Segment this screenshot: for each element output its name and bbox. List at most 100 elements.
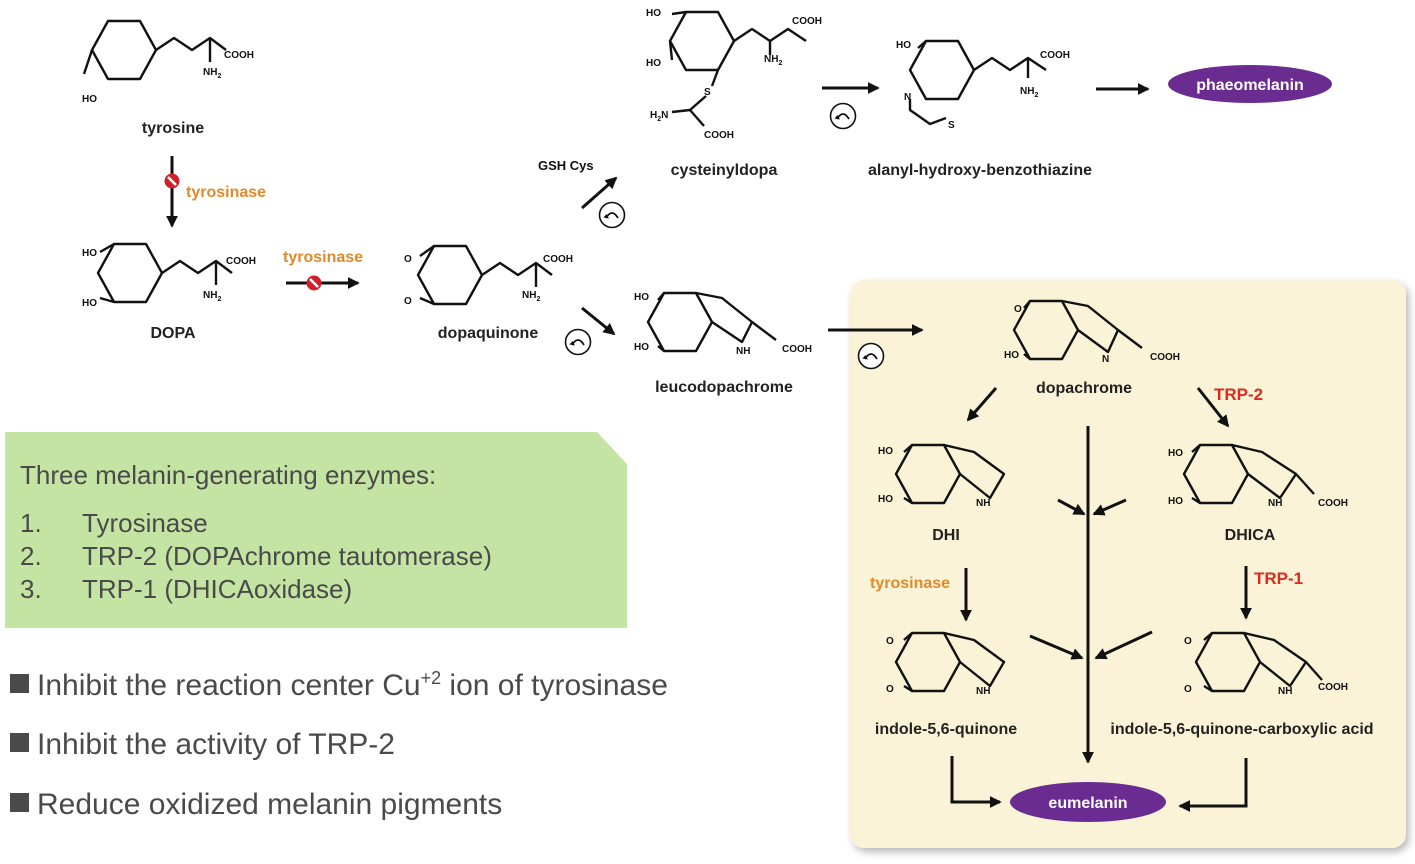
cysteinyldopa-label: cysteinyldopa bbox=[671, 162, 778, 179]
dhica-structure: HO HO NH COOH bbox=[1168, 443, 1348, 509]
dhi-label: DHI bbox=[932, 527, 960, 544]
bullet-item: Inhibit the reaction center Cu+2 ion of … bbox=[10, 668, 668, 703]
indole-quinone-label: indole-5,6-quinone bbox=[875, 721, 1017, 738]
eumelanin-panel bbox=[850, 280, 1406, 848]
cooh-label: COOH bbox=[1150, 352, 1180, 363]
ho-label: HO bbox=[1004, 350, 1019, 361]
square-bullet-icon bbox=[10, 733, 29, 752]
tyrosinase-label: tyrosinase bbox=[186, 184, 266, 201]
bullet-item: Reduce oxidized melanin pigments bbox=[10, 788, 502, 822]
h2n-label: H2N bbox=[650, 110, 668, 123]
arrow-indolequinone-to-eumelanin bbox=[950, 756, 1002, 808]
cysteinyldopa-structure: HO HO COOH NH2 S H2N COOH bbox=[646, 8, 822, 141]
cooh-label: COOH bbox=[704, 130, 734, 141]
o-label: O bbox=[404, 254, 412, 265]
ho-label: HO bbox=[878, 446, 893, 457]
enzymes-info-box bbox=[5, 432, 627, 628]
enzyme-list-item: 1.Tyrosinase bbox=[20, 508, 208, 538]
eumelanin-label: eumelanin bbox=[1048, 795, 1127, 812]
tyrosinase-label: tyrosinase bbox=[283, 249, 363, 266]
o-label: O bbox=[1184, 636, 1192, 647]
arrow-iqca-to-center bbox=[1094, 630, 1153, 660]
cooh-label: COOH bbox=[1318, 682, 1348, 693]
o-label: O bbox=[886, 636, 894, 647]
nh-label: NH bbox=[1278, 686, 1292, 697]
alanyl-label: alanyl-hydroxy-benzothiazine bbox=[868, 162, 1092, 179]
arrow-iqca-to-eumelanin bbox=[1178, 758, 1248, 812]
dopa-label: DOPA bbox=[150, 325, 195, 342]
o-label: O bbox=[886, 684, 894, 695]
redox-icon bbox=[564, 328, 592, 356]
cooh-label: COOH bbox=[792, 16, 822, 27]
enzyme-list-item: 2.TRP-2 (DOPAchrome tautomerase) bbox=[20, 541, 492, 571]
ho-label: HO bbox=[896, 40, 911, 51]
arrow-side-left bbox=[1057, 498, 1086, 516]
nh2-label: NH2 bbox=[522, 290, 540, 303]
dhica-label: DHICA bbox=[1225, 527, 1276, 544]
dhi-structure: HO HO NH bbox=[878, 443, 1006, 509]
cooh-label: COOH bbox=[224, 50, 254, 61]
leucodopachrome-label: leucodopachrome bbox=[655, 379, 793, 396]
nh-label: NH bbox=[976, 686, 990, 697]
nh-label: NH bbox=[1268, 498, 1282, 509]
nh-label: NH bbox=[736, 346, 750, 357]
tyrosine-structure: COOH NH2 HO bbox=[82, 19, 254, 105]
alanyl-structure: HO COOH NH2 N S bbox=[896, 39, 1070, 131]
arrow-side-right bbox=[1092, 498, 1127, 516]
nh2-label: NH2 bbox=[764, 54, 782, 67]
info-box-title: Three melanin-generating enzymes: bbox=[20, 460, 437, 490]
trp2-label: TRP-2 bbox=[1214, 385, 1263, 404]
indole-quinone-structure: O O NH bbox=[886, 631, 1006, 697]
ho-label: HO bbox=[646, 58, 661, 69]
phaeomelanin-label: phaeomelanin bbox=[1196, 77, 1304, 94]
gsh-cys-label: GSH Cys bbox=[538, 158, 594, 173]
ho-label: HO bbox=[1168, 496, 1183, 507]
dopaquinone-label: dopaquinone bbox=[438, 325, 539, 342]
cooh-label: COOH bbox=[1318, 498, 1348, 509]
ho-label: HO bbox=[82, 94, 97, 105]
square-bullet-icon bbox=[10, 793, 29, 812]
n-label: N bbox=[1102, 354, 1109, 365]
phaeomelanin-pill bbox=[1168, 65, 1332, 103]
ho-label: HO bbox=[82, 248, 97, 259]
nh-label: NH bbox=[976, 498, 990, 509]
leucodopachrome-structure: HO HO NH COOH bbox=[634, 291, 812, 357]
tyrosine-label: tyrosine bbox=[142, 120, 204, 137]
o-label: O bbox=[1014, 304, 1022, 315]
nh2-label: NH2 bbox=[1020, 86, 1038, 99]
nh2-label: NH2 bbox=[203, 67, 221, 80]
s-label: S bbox=[704, 87, 711, 98]
nh2-label: NH2 bbox=[203, 290, 221, 303]
cooh-label: COOH bbox=[226, 256, 256, 267]
square-bullet-icon bbox=[10, 674, 29, 693]
enzyme-list-item: 3.TRP-1 (DHICAoxidase) bbox=[20, 574, 353, 604]
inhibit-icon bbox=[305, 274, 323, 292]
dopaquinone-structure: O O COOH NH2 bbox=[404, 244, 573, 307]
arrow-dopachrome-to-dhica bbox=[1196, 387, 1230, 428]
bullet-item: Inhibit the activity of TRP-2 bbox=[10, 728, 395, 762]
cooh-label: COOH bbox=[543, 254, 573, 265]
ho-label: HO bbox=[878, 494, 893, 505]
o-label: O bbox=[404, 296, 412, 307]
n-label: N bbox=[904, 92, 911, 103]
trp1-label: TRP-1 bbox=[1254, 569, 1303, 588]
ho-label: HO bbox=[1168, 448, 1183, 459]
s-label: S bbox=[948, 120, 955, 131]
ho-label: HO bbox=[646, 8, 661, 19]
redox-icon bbox=[829, 102, 857, 130]
iqca-structure: O O NH COOH bbox=[1184, 631, 1348, 697]
inhibit-icon bbox=[163, 172, 181, 190]
dopachrome-structure: O HO N COOH bbox=[1004, 299, 1180, 365]
tyrosinase-label: tyrosinase bbox=[870, 575, 950, 592]
o-label: O bbox=[1184, 684, 1192, 695]
dopa-structure: HO HO COOH NH2 bbox=[82, 242, 256, 309]
dopachrome-label: dopachrome bbox=[1036, 380, 1132, 397]
cooh-label: COOH bbox=[782, 344, 812, 355]
arrow-dopachrome-to-dhi bbox=[966, 387, 998, 422]
arrow-indolequinone-to-center bbox=[1029, 634, 1084, 660]
arrow-dopaquinone-to-cysteinyldopa bbox=[581, 176, 618, 210]
eumelanin-pill bbox=[1010, 782, 1166, 822]
cooh-label: COOH bbox=[1040, 50, 1070, 61]
arrow-dopaquinone-to-leucodopachrome bbox=[581, 306, 616, 336]
